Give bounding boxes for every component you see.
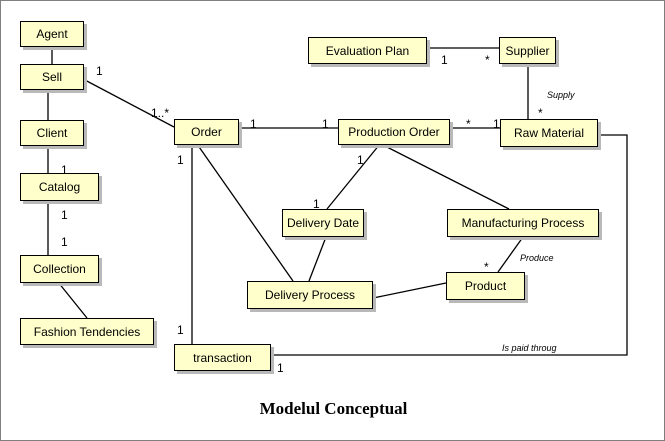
class-client[interactable]: Client [20, 120, 84, 146]
class-raw-material[interactable]: Raw Material [500, 119, 598, 147]
mult-production-order-raw-material-left: * [466, 117, 471, 131]
class-sell[interactable]: Sell [20, 64, 84, 90]
class-manufacturing-process[interactable]: Manufacturing Process [447, 209, 599, 237]
assoc-delivery-process-product [372, 282, 447, 299]
mult-sell-order-sell: 1 [96, 64, 103, 78]
assoc-delivery-date-delivery-process [308, 236, 327, 282]
class-delivery-process[interactable]: Delivery Process [247, 281, 373, 309]
diagram-caption: Modelul Conceptual [259, 399, 408, 418]
assoc-order-delivery-process [196, 143, 294, 282]
mult-transaction-bottom: 1 [277, 361, 284, 375]
class-order[interactable]: Order [174, 119, 239, 145]
class-agent[interactable]: Agent [20, 21, 84, 47]
assoc-collection-fashion [57, 281, 88, 319]
mult-sell-order-order: 1..* [151, 106, 170, 120]
mult-catalog-collection-bottom: 1 [61, 235, 68, 249]
class-product[interactable]: Product [446, 272, 525, 300]
mult-order-production-order-left: 1 [250, 117, 257, 131]
class-supplier[interactable]: Supplier [499, 37, 556, 64]
class-fashion-tendencies[interactable]: Fashion Tendencies [20, 318, 154, 345]
mult-production-order-delivery-top: 1 [357, 153, 364, 167]
mult-production-order-raw-material-right: 1 [493, 117, 500, 131]
mult-product-star: * [484, 260, 489, 274]
class-production-order[interactable]: Production Order [338, 119, 450, 145]
mult-delivery-date-top: 1 [313, 197, 320, 211]
role-is-paid-through: Is paid throug [502, 343, 557, 353]
mult-catalog-collection-top: 1 [61, 208, 68, 222]
class-evaluation-plan[interactable]: Evaluation Plan [308, 37, 427, 64]
assoc-production-order-delivery-date [326, 143, 381, 210]
assoc-raw-material-transaction [271, 134, 628, 356]
assoc-manufacturing-product [497, 236, 524, 273]
role-produce: Produce [520, 253, 554, 263]
mult-client-catalog: 1 [61, 163, 68, 177]
assoc-production-order-manufacturing [380, 143, 510, 210]
mult-transaction-top: 1 [177, 323, 184, 337]
class-catalog[interactable]: Catalog [20, 173, 99, 201]
mult-evaluation-plan-supplier-right: * [485, 53, 490, 67]
assoc-sell-order [82, 78, 175, 128]
mult-supplier-raw-material: * [538, 106, 543, 120]
class-transaction[interactable]: transaction [174, 344, 271, 371]
mult-evaluation-plan-supplier-left: 1 [441, 53, 448, 67]
class-collection[interactable]: Collection [20, 255, 99, 283]
mult-order-production-order-right: 1 [322, 117, 329, 131]
role-supply: Supply [547, 90, 575, 100]
class-delivery-date[interactable]: Delivery Date [282, 209, 364, 237]
mult-order-bottom: 1 [177, 153, 184, 167]
